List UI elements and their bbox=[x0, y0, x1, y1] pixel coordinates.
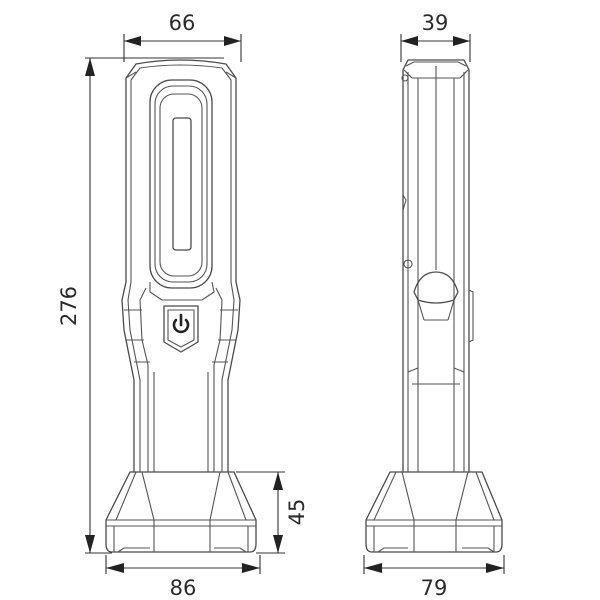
label-base-height: 45 bbox=[285, 499, 309, 526]
label-overall-height: 276 bbox=[57, 286, 81, 326]
front-view bbox=[105, 59, 257, 553]
label-side-base-width: 79 bbox=[421, 576, 448, 600]
dimension-overall-height bbox=[85, 57, 224, 554]
power-icon bbox=[172, 313, 190, 334]
label-front-width: 66 bbox=[169, 11, 196, 35]
dimension-side-width bbox=[400, 34, 471, 62]
label-front-base-width: 86 bbox=[170, 576, 197, 600]
label-side-width: 39 bbox=[422, 11, 449, 35]
dimension-front-width bbox=[123, 34, 242, 62]
dimension-base-height bbox=[236, 471, 285, 554]
power-button bbox=[163, 305, 199, 353]
dimension-front-base-width bbox=[105, 555, 261, 574]
dimension-side-base-width bbox=[363, 555, 505, 574]
side-base bbox=[365, 471, 503, 553]
side-view bbox=[365, 59, 503, 553]
front-base bbox=[105, 471, 257, 553]
